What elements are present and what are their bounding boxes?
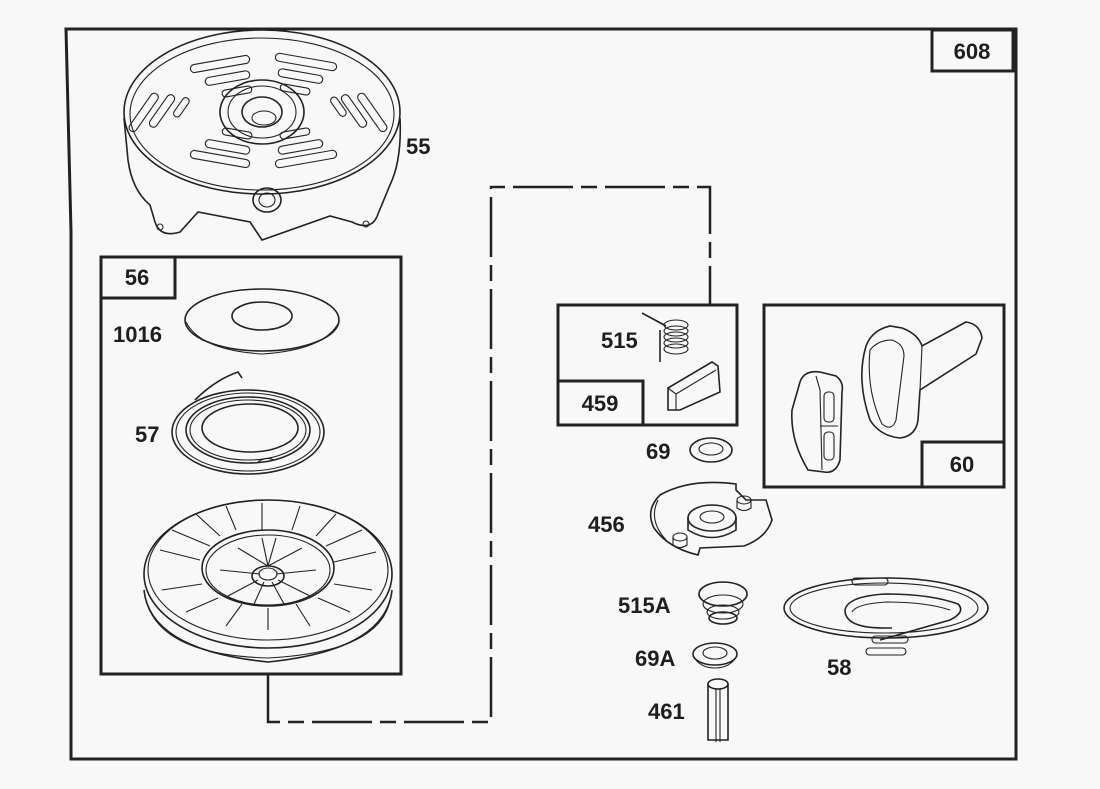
assembly-number-box: 608 bbox=[930, 28, 1015, 73]
part-55-starter-housing[interactable]: 55 bbox=[123, 29, 430, 241]
outer-frame bbox=[64, 27, 1018, 761]
assembly-number: 608 bbox=[954, 39, 991, 64]
part-69A-washer[interactable]: 69A bbox=[635, 642, 738, 671]
kit-56-box: 56 bbox=[99, 255, 403, 676]
pawl[interactable] bbox=[667, 361, 721, 411]
part-label-1016: 1016 bbox=[113, 322, 162, 347]
part-label-58: 58 bbox=[827, 655, 851, 680]
assembly-connector-line bbox=[266, 185, 712, 724]
kit-60-box: 60 bbox=[762, 303, 1006, 489]
part-label-515: 515 bbox=[601, 328, 638, 353]
part-label-515A: 515A bbox=[618, 593, 671, 618]
kit-label-60: 60 bbox=[950, 452, 974, 477]
part-461-pin[interactable]: 461 bbox=[648, 678, 729, 742]
pulley[interactable] bbox=[143, 499, 393, 663]
kit-459-box: 459 bbox=[556, 303, 739, 427]
part-515-pawl-spring[interactable]: 515 bbox=[601, 312, 689, 362]
handle-insert[interactable] bbox=[791, 370, 844, 474]
part-57-rewind-spring[interactable]: 57 bbox=[135, 371, 325, 475]
kit-label-459: 459 bbox=[582, 391, 619, 416]
part-456-retainer[interactable]: 456 bbox=[588, 481, 773, 556]
starter-handle[interactable] bbox=[861, 321, 983, 439]
part-label-69: 69 bbox=[646, 439, 670, 464]
part-label-57: 57 bbox=[135, 422, 159, 447]
part-515A-spring[interactable]: 515A bbox=[618, 581, 748, 625]
part-label-461: 461 bbox=[648, 699, 685, 724]
kit-label-56: 56 bbox=[125, 265, 149, 290]
part-label-69A: 69A bbox=[635, 646, 675, 671]
part-69-washer[interactable]: 69 bbox=[646, 437, 733, 464]
part-1016-washer[interactable]: 1016 bbox=[113, 288, 340, 355]
part-58-starter-rope[interactable]: 58 bbox=[783, 577, 989, 680]
part-label-55: 55 bbox=[406, 134, 430, 159]
part-label-456: 456 bbox=[588, 512, 625, 537]
